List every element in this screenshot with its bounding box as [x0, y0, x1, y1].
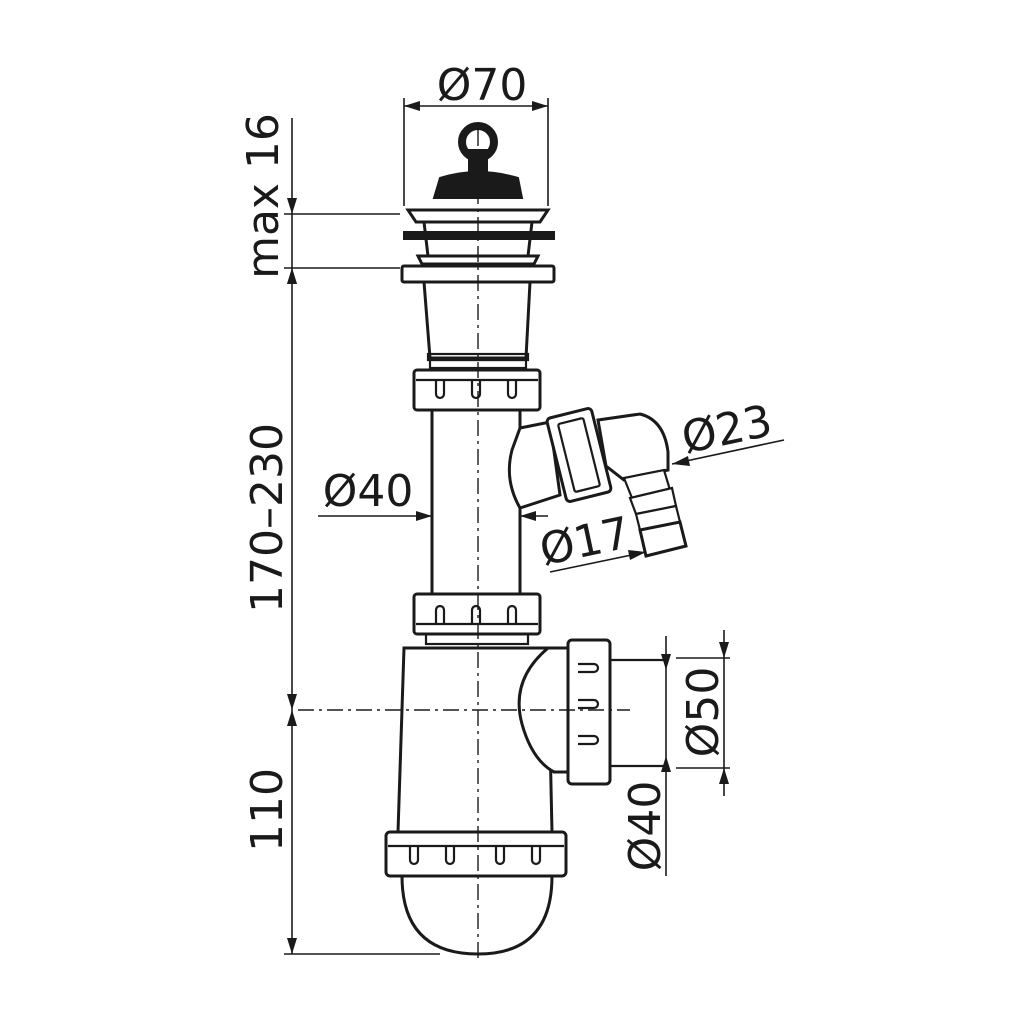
dim-top-diameter	[403, 98, 549, 206]
trap-body	[384, 638, 668, 956]
dim-pipe-diameter	[318, 511, 548, 521]
stopper-plug	[432, 122, 524, 199]
hose-connector	[507, 407, 688, 558]
label-hose-outer: Ø23	[677, 395, 776, 464]
label-hose-inner: Ø17	[535, 507, 634, 576]
dim-hose-outer	[671, 439, 785, 466]
dim-hose-inner	[549, 550, 647, 573]
sink-flange	[403, 208, 555, 266]
upper-union-nut	[412, 368, 542, 412]
label-pipe-diameter: Ø40	[323, 466, 414, 517]
dim-trap-height	[284, 710, 440, 955]
label-max-height: max 16	[238, 113, 289, 279]
label-top-diameter: Ø70	[437, 60, 528, 111]
vertical-pipe	[430, 410, 522, 594]
dim-height-range	[287, 268, 297, 710]
lower-union-nut	[412, 592, 542, 646]
dim-outlet-inner	[661, 636, 671, 876]
dim-outlet-outer	[676, 630, 730, 796]
label-trap-height: 110	[242, 768, 293, 852]
label-outlet-inner: Ø40	[620, 781, 671, 872]
label-outlet-outer: Ø50	[678, 667, 729, 758]
label-height-range: 170–230	[242, 423, 293, 613]
dim-max-height	[284, 118, 400, 284]
